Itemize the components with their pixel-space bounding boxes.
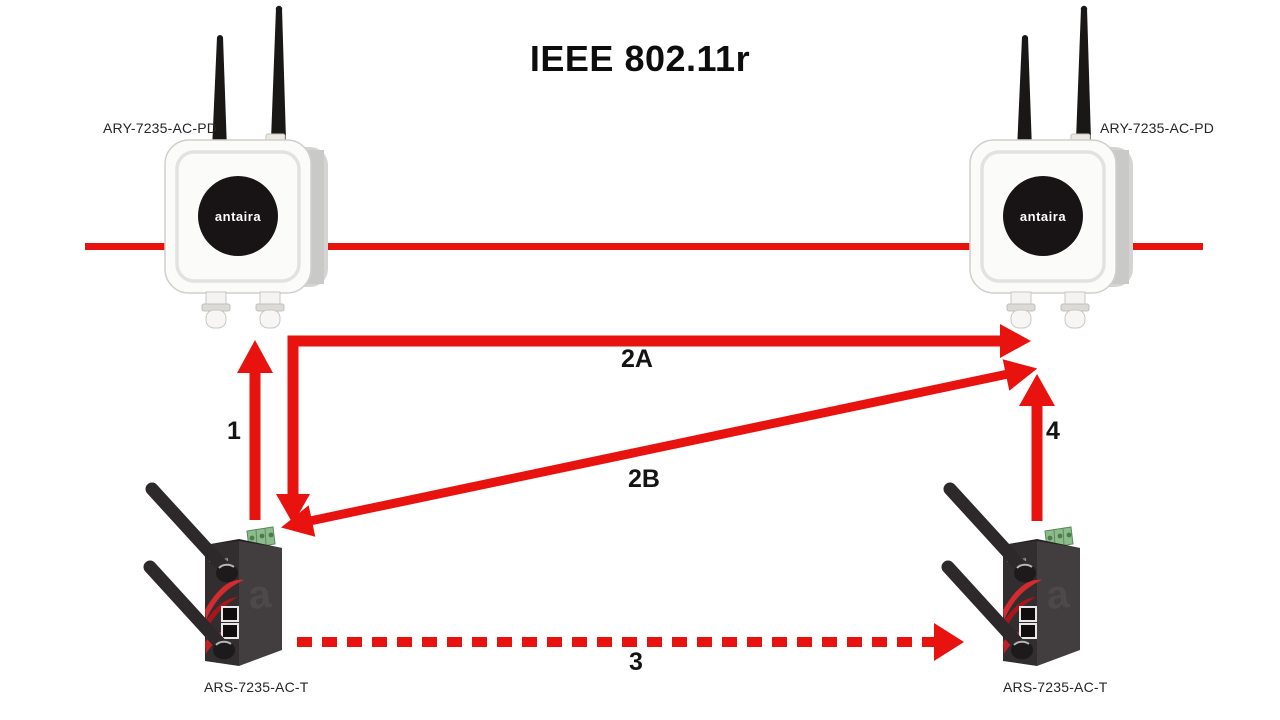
backbone-link-line <box>85 243 1203 250</box>
ap-right-illustration <box>965 0 1145 335</box>
ap-right-label: ARY-7235-AC-PD <box>1100 120 1215 136</box>
arrow-2a-label: 2A <box>621 345 653 373</box>
client-left-illustration <box>138 482 313 677</box>
diagram-title: IEEE 802.11r <box>529 38 751 79</box>
arrow-4-label: 4 <box>1046 417 1060 445</box>
arrow-2b-diagonal <box>281 359 1038 537</box>
client-right-illustration <box>936 482 1111 677</box>
arrow-3-label: 3 <box>629 648 643 676</box>
arrow-1-label: 1 <box>227 417 241 445</box>
client-right-label: ARS-7235-AC-T <box>1003 679 1108 695</box>
ap-left-illustration <box>160 0 340 335</box>
arrow-2b-label: 2B <box>628 465 660 493</box>
client-left-label: ARS-7235-AC-T <box>204 679 309 695</box>
ap-left-label: ARY-7235-AC-PD <box>103 120 218 136</box>
